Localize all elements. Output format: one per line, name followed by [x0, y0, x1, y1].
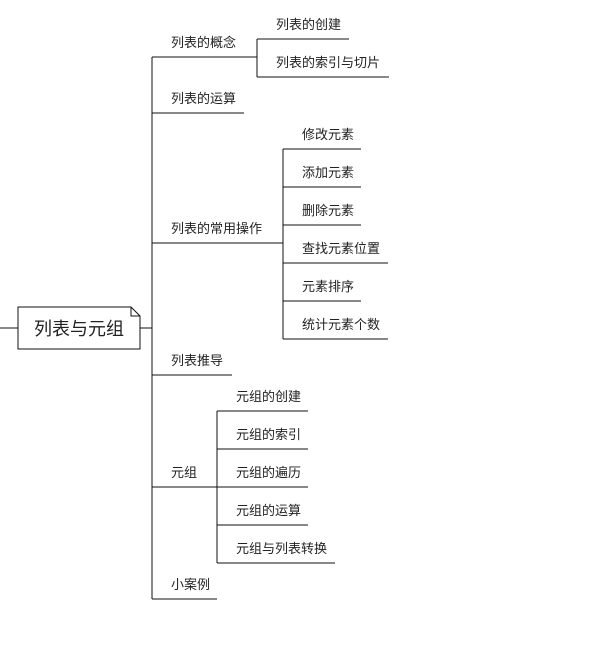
common-child-add[interactable]: 添加元素	[302, 166, 355, 181]
concept-child-create[interactable]: 列表的创建	[276, 18, 342, 33]
common-child-modify[interactable]: 修改元素	[302, 128, 355, 143]
root-node-shape	[17, 306, 141, 350]
common-child-delete[interactable]: 删除元素	[302, 204, 355, 219]
root-node-label[interactable]: 列表与元组	[34, 319, 124, 340]
branch-concept[interactable]: 列表的概念	[171, 36, 237, 51]
branch-cases[interactable]: 小案例	[171, 578, 211, 593]
branch-comprehension[interactable]: 列表推导	[171, 354, 224, 369]
tuple-child-index[interactable]: 元组的索引	[236, 428, 302, 443]
tuple-child-create[interactable]: 元组的创建	[236, 390, 302, 405]
branch-tuple[interactable]: 元组	[171, 466, 198, 481]
common-child-sort[interactable]: 元素排序	[302, 280, 355, 295]
branch-common[interactable]: 列表的常用操作	[171, 222, 263, 237]
common-child-count[interactable]: 统计元素个数	[302, 318, 381, 333]
concept-child-index-slice[interactable]: 列表的索引与切片	[276, 56, 381, 71]
tuple-child-ops[interactable]: 元组的运算	[236, 504, 302, 519]
tuple-child-traverse[interactable]: 元组的遍历	[236, 466, 302, 481]
common-child-find[interactable]: 查找元素位置	[302, 242, 381, 257]
tuple-child-convert[interactable]: 元组与列表转换	[236, 542, 328, 557]
branch-ops[interactable]: 列表的运算	[171, 92, 237, 107]
